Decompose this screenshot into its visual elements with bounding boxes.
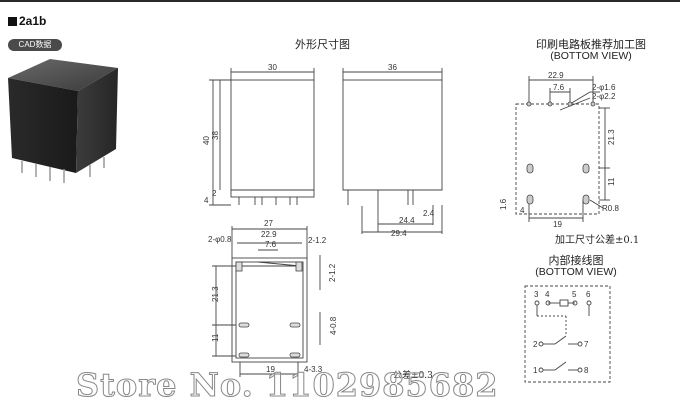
dim-side-pin-c: 2.4 [423,209,435,218]
dim-pcb-r: R0.8 [602,204,619,213]
store-watermark: Store No. 1102985682 [76,366,499,405]
dim-pin-length: 4 [204,196,209,205]
dim-front-width: 30 [268,63,277,72]
dim-bottom-width: 27 [264,219,273,228]
wiring-diagram [524,285,611,383]
dim-pcb-h4: 4 [520,206,525,215]
outline-drawing-title: 外形尺寸图 [295,39,350,51]
wiring-pin-7: 7 [584,340,589,349]
wiring-pin-3: 3 [534,290,539,299]
wiring-pin-5: 5 [572,290,577,299]
dim-bottom-pins: 4-3.3 [304,365,323,374]
dim-side-width: 36 [388,63,397,72]
bottom-pins [235,261,303,358]
dim-bottom-h2: 11 [211,333,220,342]
wiring-pin-8: 8 [584,366,589,375]
pcb-layout [515,76,610,222]
dim-height-total: 40 [202,136,211,145]
pcb-view-label: (BOTTOM VIEW) [550,50,632,62]
dim-hole-small: 2-φ0.8 [208,235,232,244]
side-view [342,68,443,234]
dim-bottom-pitch-a: 22.9 [261,230,277,239]
cad-data-button[interactable]: CAD数据 [8,39,62,51]
wiring-pin-2: 2 [533,340,538,349]
dim-pcb-h2: 11 [607,177,616,186]
wiring-diagram-title: 内部接线图 [548,255,604,267]
pcb-holes [526,101,596,205]
dim-side-pin-b: 29.4 [391,229,407,238]
bottom-view [212,226,321,377]
model-heading: 2a1b [8,14,46,28]
dim-pin-small: 2-1.2 [308,236,327,245]
dim-bottom-h4: 4-0.8 [329,316,338,335]
outline-tolerance-note: 公差±0.3 [393,371,433,381]
dim-bottom-h1: 21.3 [211,286,220,302]
model-label: 2a1b [19,14,47,28]
front-view [209,68,315,206]
wiring-view-label: (BOTTOM VIEW) [535,266,617,278]
dim-height-body: 38 [211,131,220,140]
pcb-tolerance-note: 加工尺寸公差±0.1 [555,235,640,246]
header-rule [0,0,680,2]
dim-base-step: 2 [212,189,217,198]
square-bullet-icon [8,17,17,26]
dim-side-pin-a: 24.4 [399,216,415,225]
dim-pcb-hole1: 2-φ1.6 [592,83,616,92]
dim-pcb-hole2: 2-φ2.2 [592,92,616,101]
wiring-pin-4: 4 [545,290,550,299]
relay-photo [8,59,118,183]
dim-bottom-pitch-b: 7.6 [265,240,277,249]
wiring-pin-6: 6 [586,290,591,299]
dim-bottom-w19: 19 [266,365,275,374]
dim-pcb-h1: 21.3 [607,129,616,145]
dim-pcb-b: 7.6 [553,83,565,92]
dim-pcb-a: 22.9 [548,71,564,80]
pcb-drawing-title: 印刷电路板推荐加工图 [536,39,646,51]
dim-pcb-w: 19 [553,220,562,229]
wiring-pin-1: 1 [533,366,538,375]
dim-pcb-h3: 1.6 [499,198,508,210]
dim-bottom-h3: 2-1.2 [328,263,337,282]
